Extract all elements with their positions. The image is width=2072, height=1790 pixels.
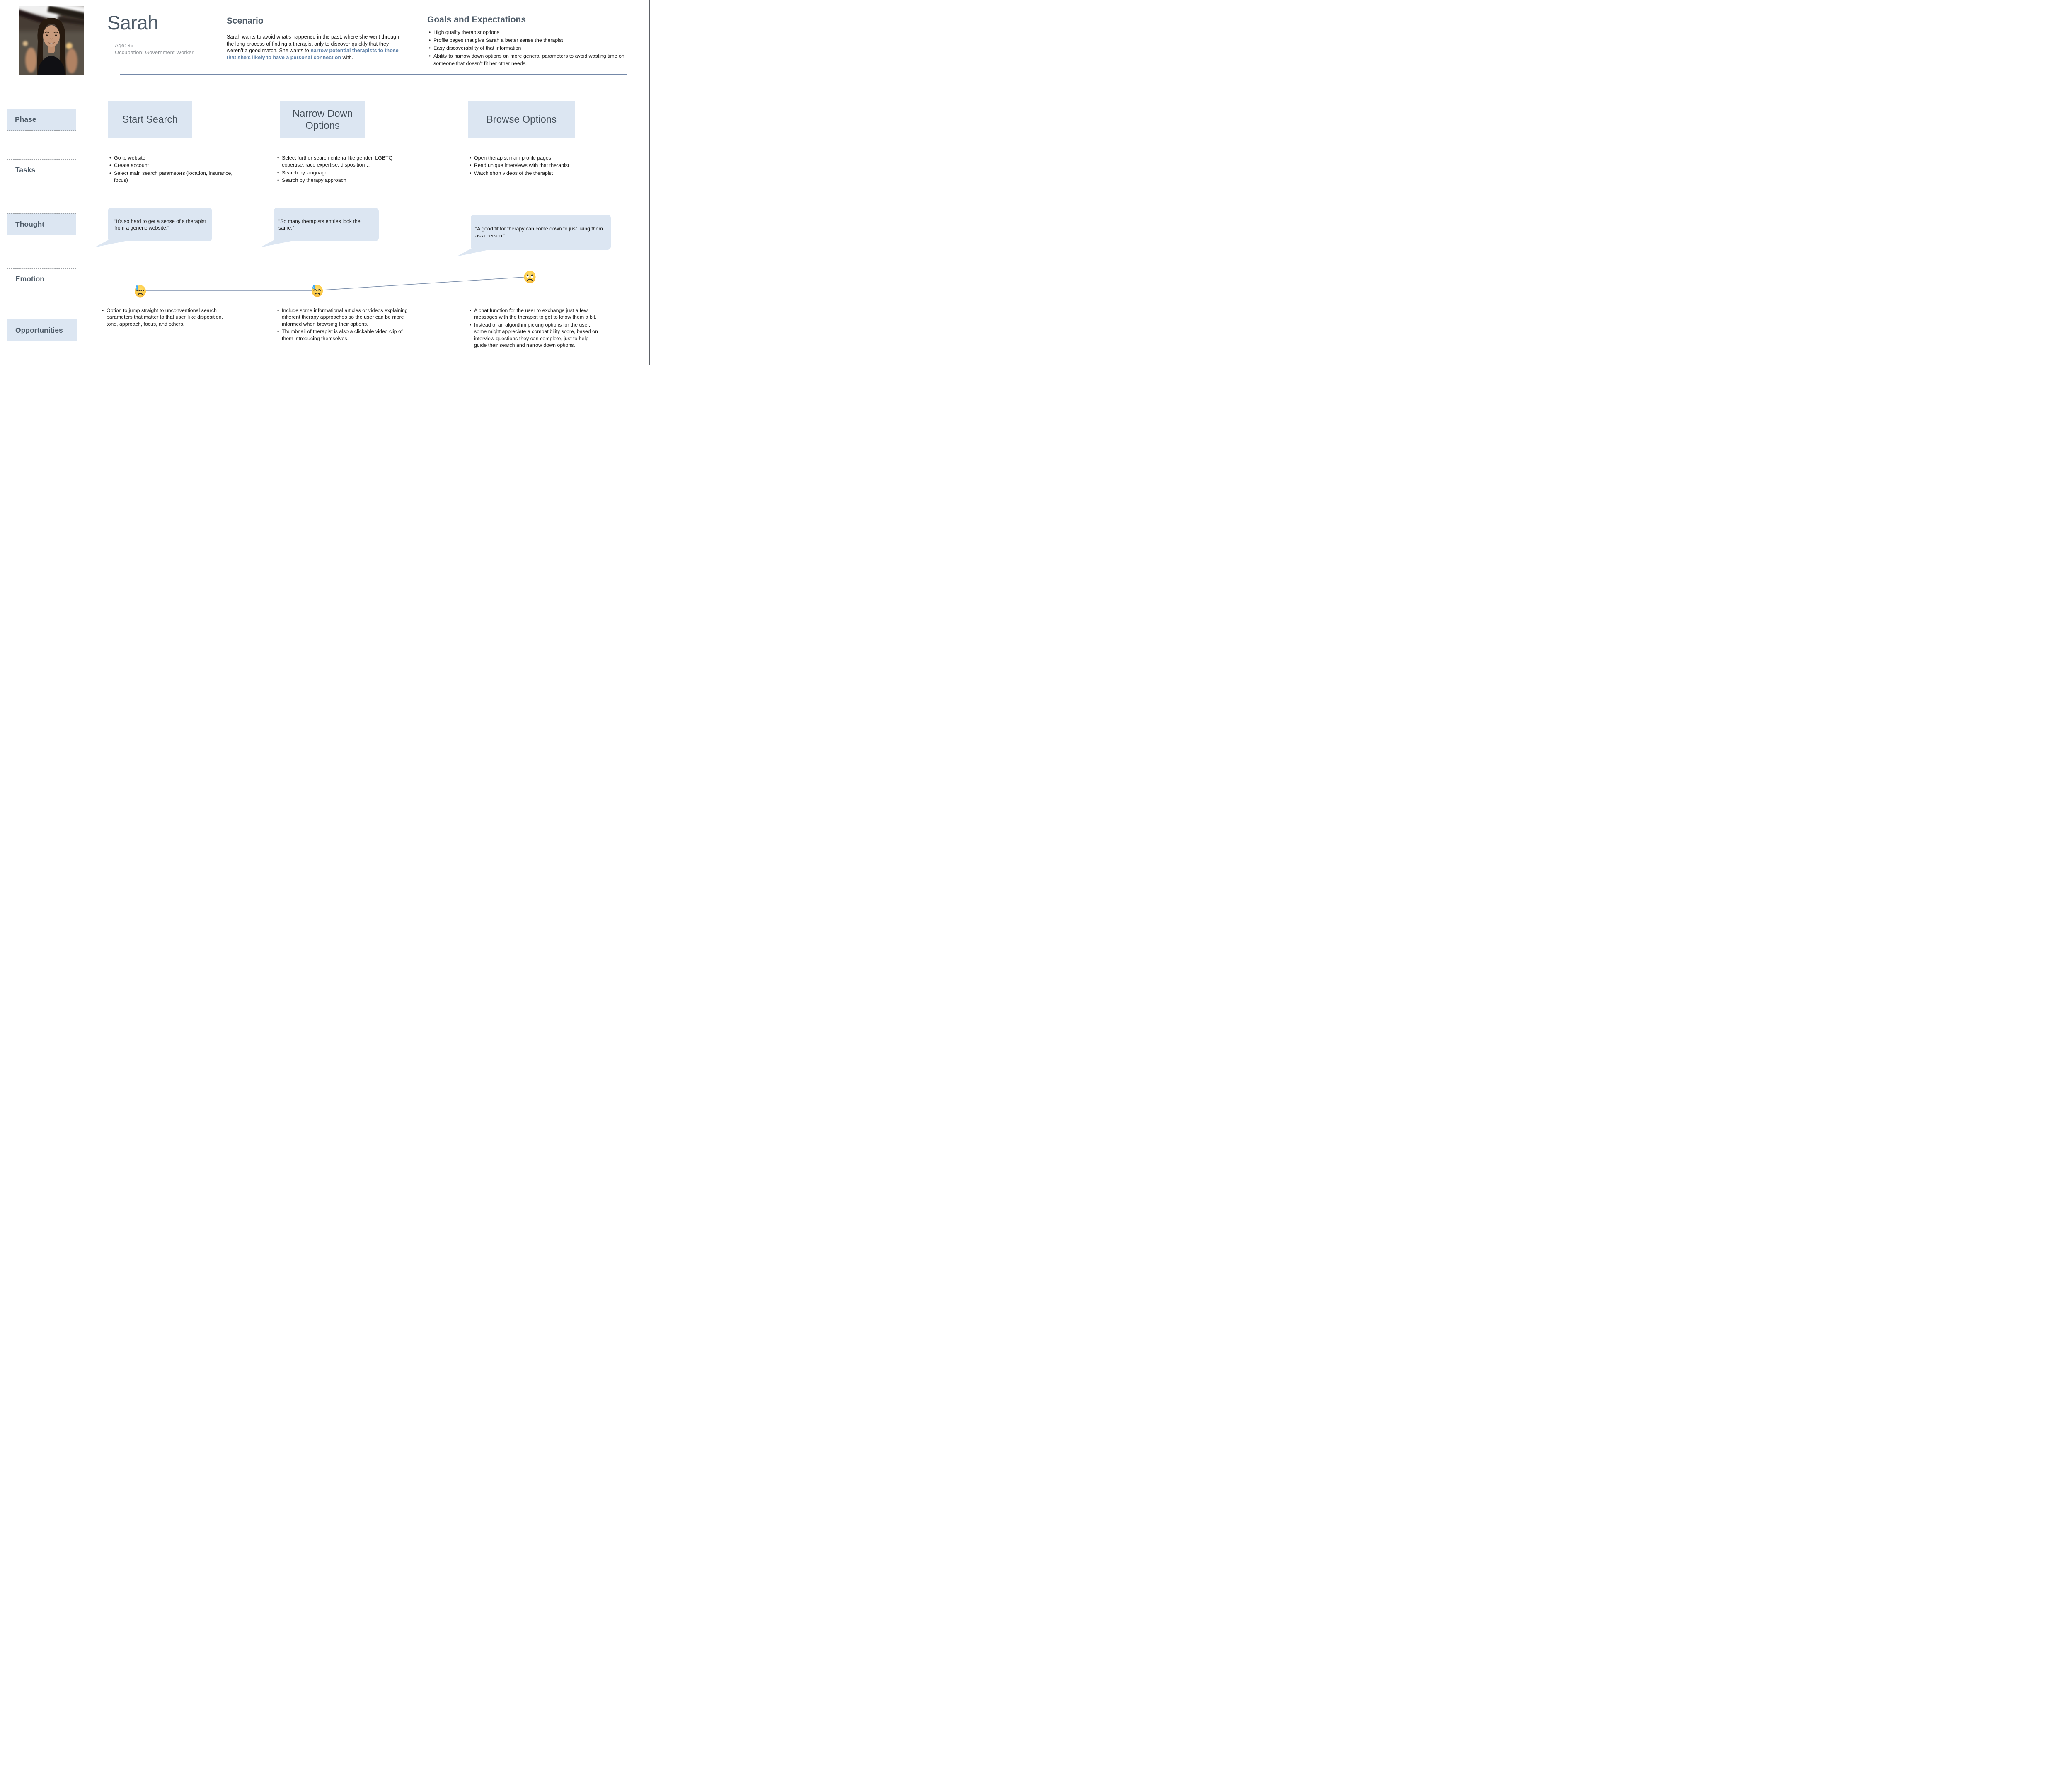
row-label-thought: Thought: [7, 213, 76, 235]
journey-map-canvas: Sarah Age: 36 Occupation: Government Wor…: [0, 0, 650, 365]
task-item: Select further search criteria like gend…: [277, 155, 404, 169]
goal-item: Easy discoverability of that information: [429, 44, 643, 52]
task-item: Select main search parameters (location,…: [109, 170, 242, 184]
task-item: Go to website: [109, 155, 242, 162]
persona-photo-illustration: [9, 0, 98, 77]
goal-item: Profile pages that give Sarah a better s…: [429, 36, 643, 44]
task-item: Watch short videos of the therapist: [470, 170, 593, 177]
opportunity-item: Thumbnail of therapist is also a clickab…: [277, 328, 411, 342]
tasks-list-start-search: Go to website Create account Select main…: [108, 155, 242, 184]
opportunity-item: Include some informational articles or v…: [277, 307, 411, 327]
tasks-list-browse: Open therapist main profile pages Read u…: [468, 155, 593, 177]
emotion-emoji-slightly-frowning-icon: [523, 270, 536, 284]
phase-header-start-search: Start Search: [108, 101, 192, 138]
persona-occupation: Occupation: Government Worker: [115, 49, 194, 56]
row-label-phase-text: Phase: [15, 115, 36, 123]
task-item: Search by language: [277, 169, 404, 177]
emotion-emoji-downcast-sweat-icon: [134, 284, 146, 298]
persona-age: Age: 36: [115, 42, 133, 48]
row-label-opportunities: Opportunities: [7, 319, 77, 341]
opportunities-list-browse: A chat function for the user to exchange…: [468, 307, 598, 349]
thought-bubble-tail: [457, 249, 492, 256]
task-item: Open therapist main profile pages: [470, 155, 593, 162]
thought-bubble-tail: [94, 240, 129, 247]
persona-name: Sarah: [107, 12, 158, 34]
row-label-tasks: Tasks: [7, 159, 76, 181]
header-divider: [120, 74, 627, 75]
thought-bubble-start-search: “It’s so hard to get a sense of a therap…: [108, 208, 212, 241]
tasks-list-narrow-down: Select further search criteria like gend…: [276, 155, 404, 184]
scenario-text-plain: Sarah wants to avoid what’s happened in …: [227, 34, 399, 54]
thought-bubble-tail: [260, 240, 295, 247]
row-label-emotion-text: Emotion: [15, 275, 44, 283]
opportunities-list-narrow-down: Include some informational articles or v…: [276, 307, 411, 343]
thought-bubble-narrow-down: “So many therapists entries look the sam…: [274, 208, 379, 241]
goal-item: Ability to narrow down options on more g…: [429, 52, 643, 67]
opportunities-list-start-search: Option to jump straight to unconventiona…: [100, 307, 235, 328]
task-item: Search by therapy approach: [277, 177, 404, 184]
row-label-opportunities-text: Opportunities: [15, 326, 63, 334]
phase-header-browse: Browse Options: [468, 101, 575, 138]
scenario-title: Scenario: [227, 16, 264, 26]
task-item: Read unique interviews with that therapi…: [470, 162, 593, 169]
task-item: Create account: [109, 162, 242, 169]
goals-list: High quality therapist options Profile p…: [427, 29, 643, 68]
scenario-text-plain-end: with.: [341, 54, 353, 60]
row-label-emotion: Emotion: [7, 268, 76, 290]
scenario-text-highlight: narrow potential therapists to those tha…: [227, 48, 399, 60]
row-label-thought-text: Thought: [15, 220, 44, 228]
emotion-emoji-downcast-sweat-icon: [311, 284, 323, 297]
thought-quote: “So many therapists entries look the sam…: [278, 218, 361, 231]
thought-quote: “It’s so hard to get a sense of a therap…: [114, 218, 206, 231]
thought-quote: “A good fit for therapy can come down to…: [475, 226, 603, 239]
scenario-text: Sarah wants to avoid what’s happened in …: [227, 34, 402, 61]
goal-item: High quality therapist options: [429, 29, 643, 36]
goals-title: Goals and Expectations: [427, 15, 526, 24]
opportunity-item: A chat function for the user to exchange…: [470, 307, 598, 321]
row-label-tasks-text: Tasks: [15, 166, 36, 174]
row-label-phase: Phase: [7, 109, 76, 131]
opportunity-item: Instead of an algorithm picking options …: [470, 322, 598, 349]
thought-bubble-browse: “A good fit for therapy can come down to…: [471, 215, 611, 250]
persona-photo: [9, 0, 98, 77]
opportunity-item: Option to jump straight to unconventiona…: [102, 307, 235, 327]
phase-header-narrow-down: Narrow Down Options: [280, 101, 365, 138]
